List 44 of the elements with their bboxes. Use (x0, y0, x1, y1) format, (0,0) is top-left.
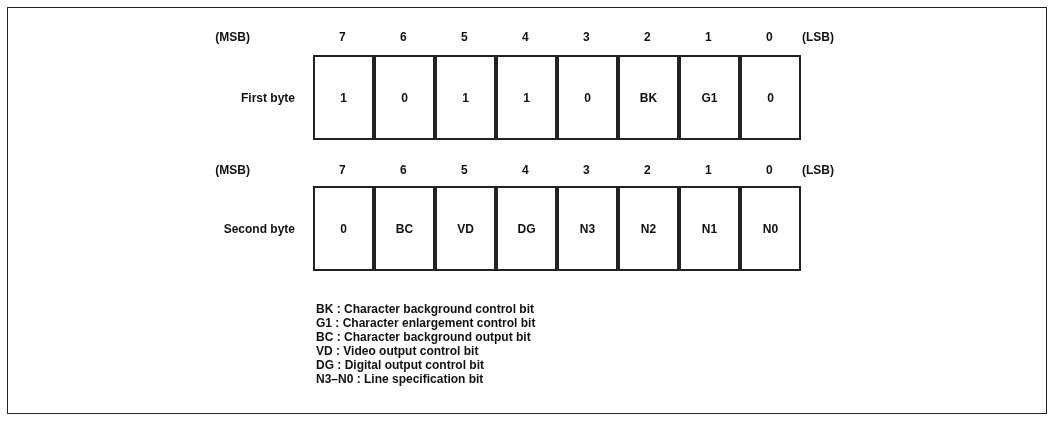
bit-cell: N0 (740, 186, 801, 271)
bit-number: 3 (583, 163, 590, 177)
bit-cell: N2 (618, 186, 679, 271)
bit-number: 0 (766, 30, 773, 44)
bit-cell: 0 (313, 186, 374, 271)
bit-number: 7 (339, 163, 346, 177)
legend-note: BK : Character background control bit (316, 302, 535, 316)
bit-number: 6 (400, 30, 407, 44)
bit-number: 5 (461, 163, 468, 177)
bit-cell: BC (374, 186, 435, 271)
legend-note: G1 : Character enlargement control bit (316, 316, 536, 330)
legend-note: BC : Character background output bit (316, 330, 531, 344)
bit-cell: 0 (740, 55, 801, 140)
bit-cell: N1 (679, 186, 740, 271)
legend-note: VD : Video output control bit (316, 344, 479, 358)
bit-number: 1 (705, 163, 712, 177)
lsb-label: (LSB) (802, 30, 834, 44)
bit-cell: N3 (557, 186, 618, 271)
bit-number: 1 (705, 30, 712, 44)
bit-number: 4 (522, 163, 529, 177)
legend-note: N3–N0 : Line specification bit (316, 372, 484, 386)
byte-label: First byte (240, 91, 295, 105)
bit-number: 6 (400, 163, 407, 177)
bit-number: 0 (766, 163, 773, 177)
bit-cell: BK (618, 55, 679, 140)
msb-label: (MSB) (214, 30, 250, 44)
bit-number: 7 (339, 30, 346, 44)
bit-number: 2 (644, 163, 651, 177)
msb-label: (MSB) (214, 163, 250, 177)
bit-cell: VD (435, 186, 496, 271)
bit-number: 2 (644, 30, 651, 44)
bit-cell: G1 (679, 55, 740, 140)
bit-number: 5 (461, 30, 468, 44)
legend-note: DG : Digital output control bit (316, 358, 484, 372)
byte-label: Second byte (222, 222, 295, 236)
bit-cell: 1 (313, 55, 374, 140)
lsb-label: (LSB) (802, 163, 834, 177)
bit-cell: 0 (557, 55, 618, 140)
bit-cell: 1 (496, 55, 557, 140)
bit-cell: 0 (374, 55, 435, 140)
bit-number: 4 (522, 30, 529, 44)
bit-number: 3 (583, 30, 590, 44)
bit-cell: DG (496, 186, 557, 271)
bit-cell: 1 (435, 55, 496, 140)
